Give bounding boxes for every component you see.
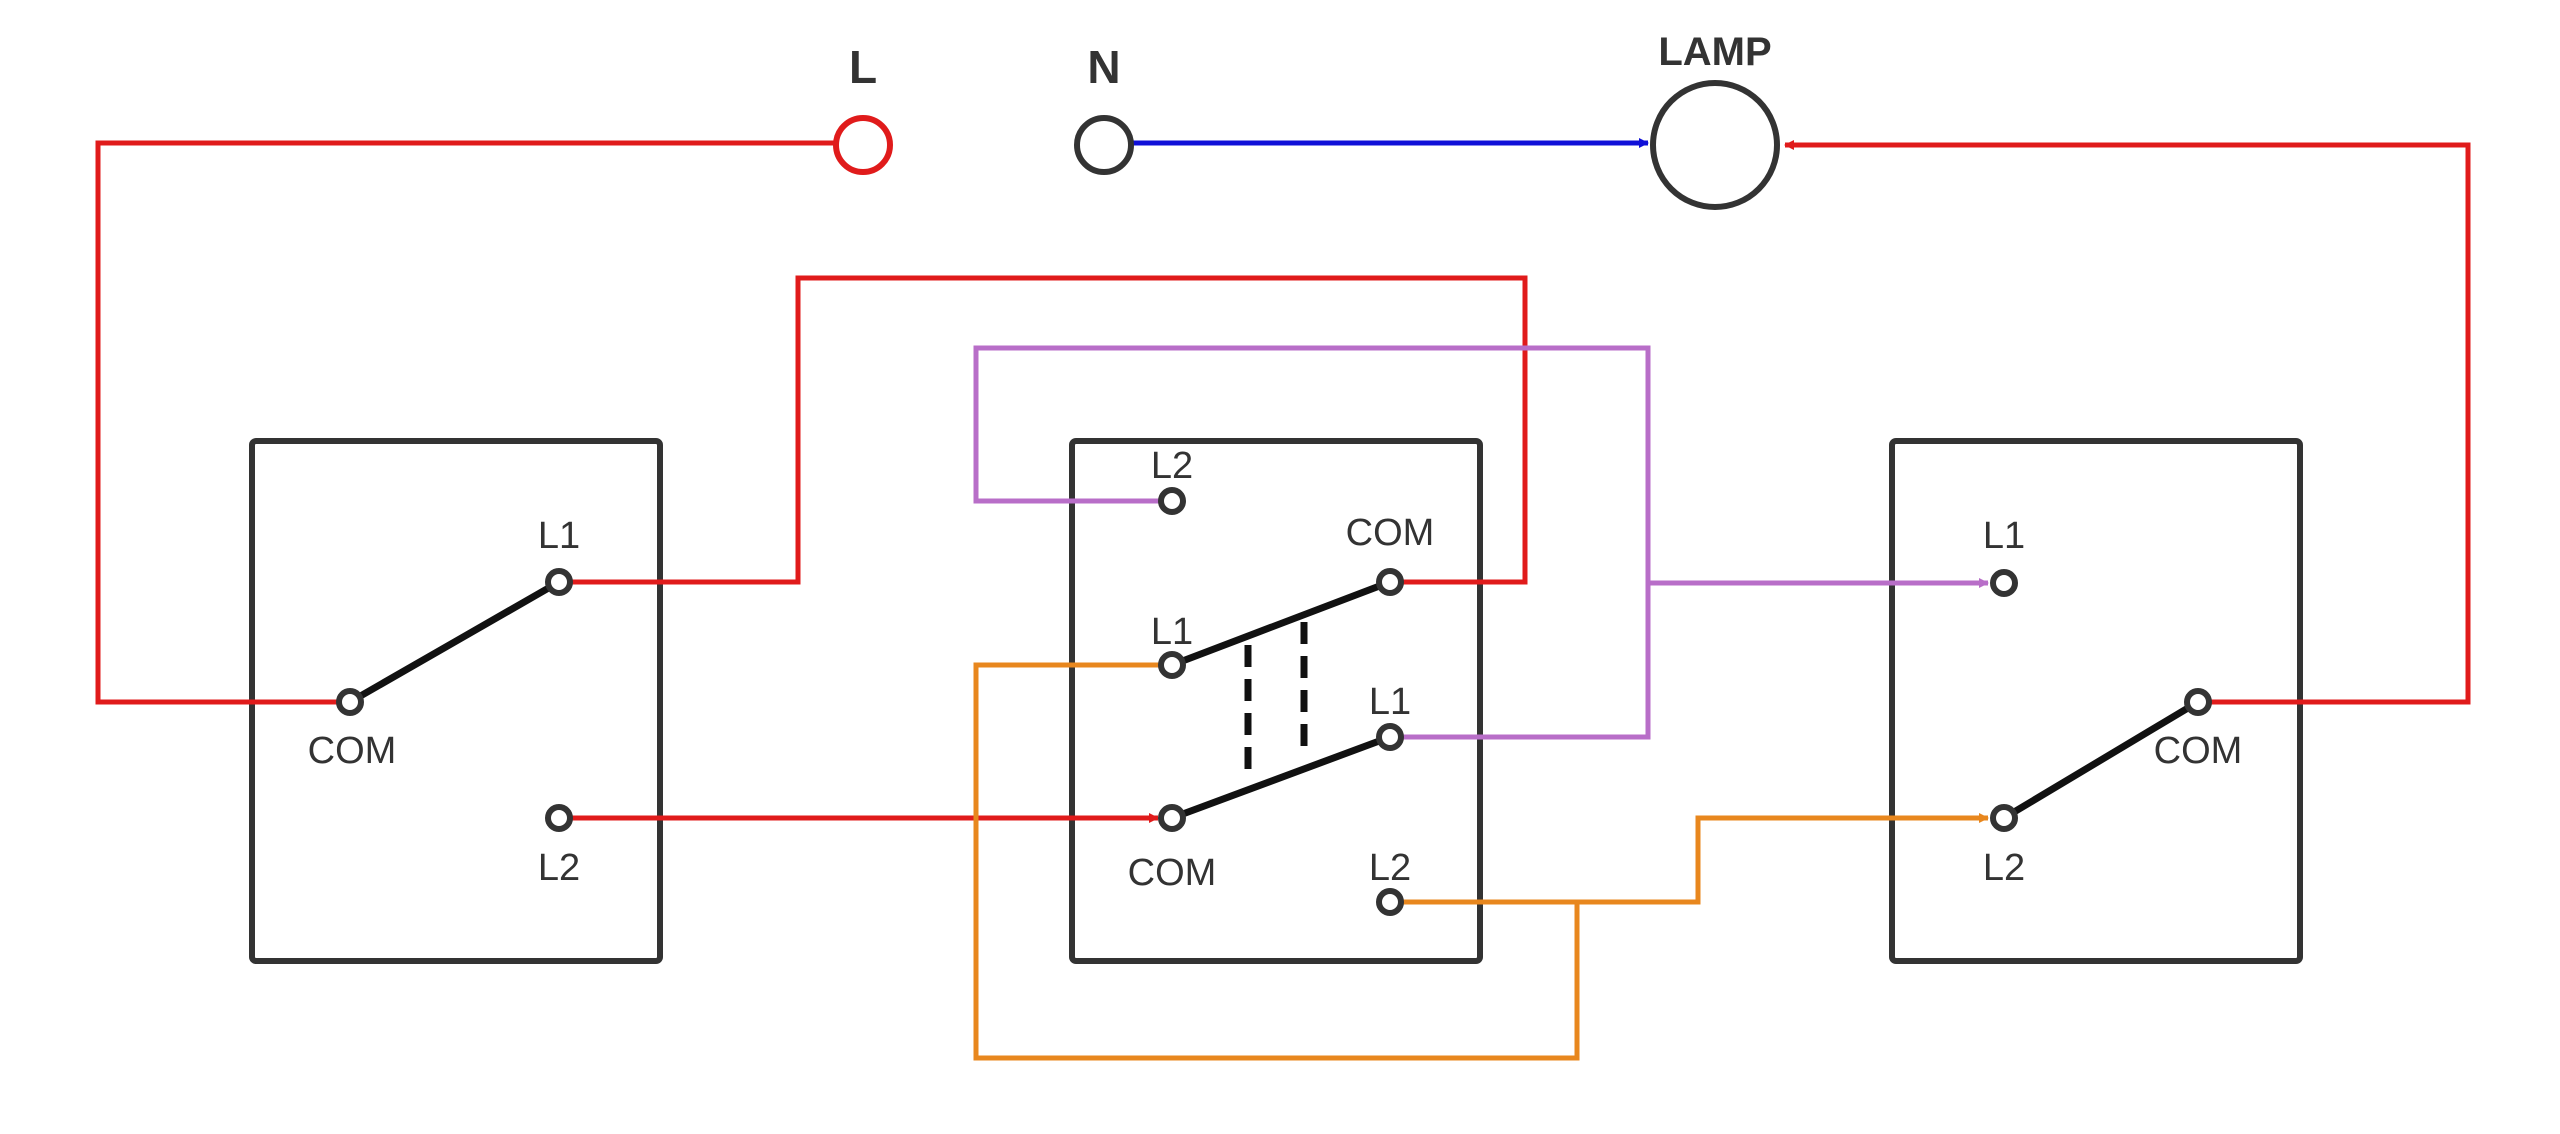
switch-right-l1-terminal	[1990, 569, 2018, 597]
orange-traveler-loop-wire	[973, 662, 1580, 1061]
switch-middle-lower-lever	[1168, 733, 1394, 822]
line-label: L	[849, 41, 877, 93]
lamp-icon	[1650, 80, 1780, 210]
switch-left-lever	[346, 578, 563, 706]
switch-left-com-label: COM	[308, 730, 397, 772]
switch-middle-right-l1-terminal	[1376, 723, 1404, 751]
switch-right-com-terminal	[2184, 688, 2212, 716]
switch-middle-top-com-terminal	[1376, 568, 1404, 596]
switch-middle-left-l1-terminal	[1158, 651, 1186, 679]
purple-traveler-loop-wire	[973, 345, 1651, 740]
switch-middle-box	[1069, 438, 1483, 964]
switch-middle-top-com-label: COM	[1346, 512, 1435, 554]
switch-middle-right-l1-label: L1	[1369, 681, 1411, 723]
neutral-terminal	[1074, 115, 1134, 175]
neutral-label: N	[1087, 41, 1120, 93]
switch-middle-bottom-l2-terminal	[1376, 888, 1404, 916]
lamp-label: LAMP	[1658, 30, 1771, 74]
switch-middle-upper-lever	[1168, 578, 1394, 669]
switch-right-l2-label: L2	[1983, 847, 2025, 889]
switch-left-l1-label: L1	[538, 515, 580, 557]
red-wire-left-l1-to-middle-com	[559, 275, 1528, 585]
switched-live-to-lamp-wire	[1784, 140, 2471, 705]
switch-middle-top-l2-terminal	[1158, 487, 1186, 515]
switch-left-l2-terminal	[545, 804, 573, 832]
switch-right-l2-terminal	[1990, 804, 2018, 832]
line-terminal	[833, 115, 893, 175]
switch-middle-bottom-com-label: COM	[1128, 852, 1217, 894]
switch-middle-top-l2-label: L2	[1151, 445, 1193, 487]
switch-middle-left-l1-label: L1	[1151, 611, 1193, 653]
switch-right-lever	[2000, 698, 2202, 822]
switch-left-l2-label: L2	[538, 847, 580, 889]
switch-left-l1-terminal	[545, 568, 573, 596]
switch-left-com-terminal	[336, 688, 364, 716]
orange-traveler-to-right-l2-wire	[1577, 813, 1989, 905]
switch-right-l1-label: L1	[1983, 515, 2025, 557]
live-feed-wire	[95, 140, 835, 705]
switch-middle-bottom-l2-label: L2	[1369, 847, 1411, 889]
switch-right-com-label: COM	[2154, 730, 2243, 772]
switch-middle-bottom-com-terminal	[1158, 804, 1186, 832]
